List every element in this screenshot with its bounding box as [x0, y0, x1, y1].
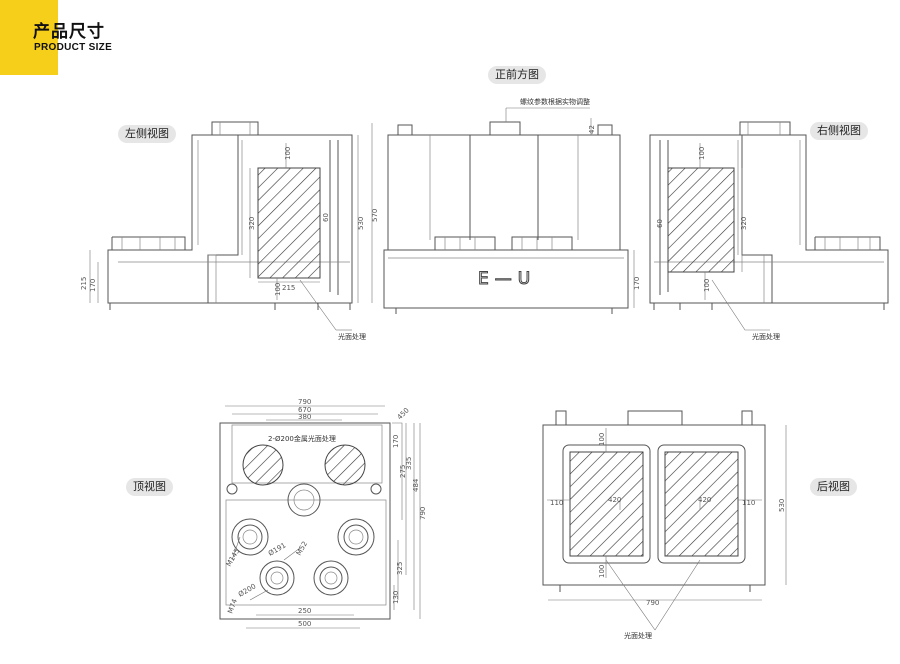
label-right-view: 右侧视图	[810, 122, 868, 140]
label-back-view: 后视图	[810, 478, 857, 496]
dim-back-100-top: 100	[598, 433, 606, 446]
dim-left-60: 60	[322, 213, 330, 222]
dim-right-320: 320	[740, 217, 748, 230]
dim-left-215-v: 215	[80, 277, 88, 290]
note-surface-back: 光面处理	[624, 631, 652, 640]
dim-top-d200: Ø200	[237, 582, 257, 598]
dim-top-m74: M74	[226, 597, 239, 614]
top-view: 790 670 380 2-Ø200金属光面处理 250 500 450 170…	[219, 398, 427, 629]
front-view: E—U 螺纹参数根据实物调整 42 170	[383, 97, 641, 314]
dim-top-380: 380	[298, 413, 311, 421]
note-surface-right: 光面处理	[752, 332, 780, 341]
dim-front-42: 42	[588, 125, 596, 134]
dim-top-484: 484	[412, 478, 420, 492]
dim-left-170: 170	[89, 279, 97, 292]
dim-top-790-w: 790	[298, 398, 311, 406]
page-subtitle: PRODUCT SIZE	[34, 42, 113, 53]
dim-top-275: 275	[399, 465, 407, 478]
dim-left-570: 570	[371, 209, 379, 222]
dim-left-100-bot: 100	[274, 283, 282, 296]
label-front-view: 正前方图	[488, 66, 546, 84]
dim-back-110-left: 110	[550, 499, 563, 507]
dim-top-325: 325	[396, 562, 404, 575]
dim-top-335: 335	[405, 457, 413, 470]
dim-left-100-top: 100	[284, 147, 292, 160]
dim-top-170: 170	[392, 435, 400, 448]
page-title: 产品尺寸	[33, 22, 105, 42]
back-view: 100 110 110 420 420 100 790 530 光面处理	[542, 410, 787, 640]
dim-top-450: 450	[396, 406, 411, 421]
dim-right-100-top: 100	[698, 147, 706, 160]
note-screw-thread: 螺纹参数根据实物调整	[520, 97, 590, 106]
dim-top-d191: Ø191	[267, 541, 287, 557]
dim-back-110-right: 110	[742, 499, 755, 507]
dim-top-250: 250	[298, 607, 311, 615]
dim-top-m145: M145	[225, 547, 242, 568]
dim-back-790: 790	[646, 599, 659, 607]
logo-text: E—U	[478, 269, 536, 289]
dim-right-60: 60	[656, 219, 664, 228]
dim-left-215-h: 215	[282, 284, 295, 292]
dim-top-790-h: 790	[419, 507, 427, 520]
dim-back-100-bot: 100	[598, 565, 606, 578]
dim-left-530: 530	[357, 217, 365, 230]
dim-top-m52: M52	[295, 540, 309, 557]
label-left-view: 左侧视图	[118, 125, 176, 143]
label-top-view: 顶视图	[126, 478, 173, 496]
dim-top-670: 670	[298, 406, 311, 414]
right-side-view: 100 60 320 100 光面处理	[649, 121, 889, 341]
header-accent-bar	[0, 0, 58, 75]
dim-back-420-right: 420	[698, 496, 711, 504]
dim-back-420-left: 420	[608, 496, 621, 504]
note-surface-left: 光面处理	[338, 332, 366, 341]
note-top-holes: 2-Ø200金属光面处理	[268, 434, 336, 443]
dim-front-170: 170	[633, 277, 641, 290]
dim-right-100-bot: 100	[703, 279, 711, 292]
dim-top-130: 130	[392, 591, 400, 604]
left-side-view: 100 320 60 530 570 215 100 215 170 光面处理	[80, 121, 379, 341]
dim-left-320: 320	[248, 217, 256, 230]
dim-back-530: 530	[778, 499, 786, 512]
dim-top-500: 500	[298, 620, 311, 628]
